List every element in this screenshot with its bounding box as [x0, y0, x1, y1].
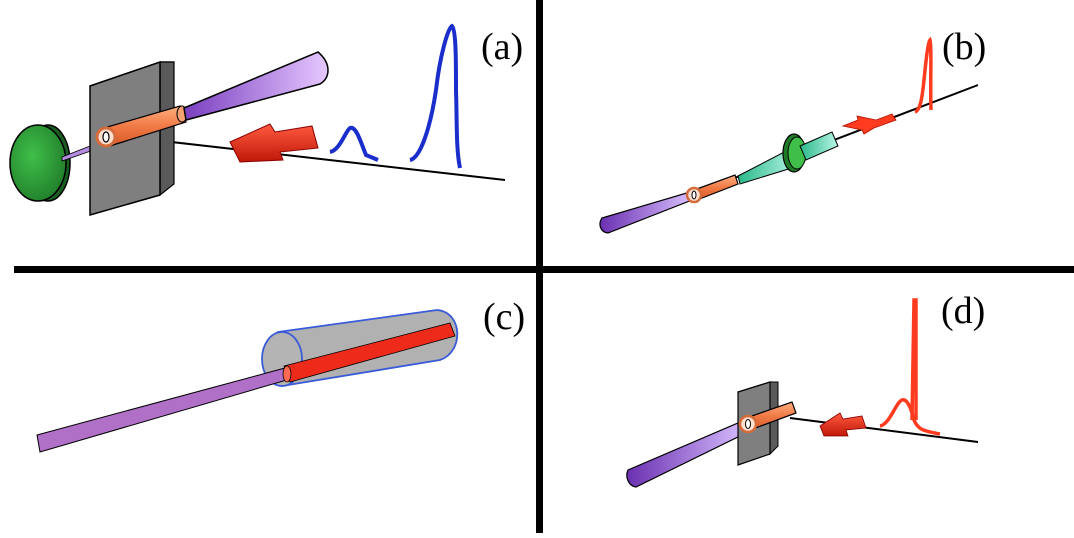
pulse-trace-small-a — [329, 125, 379, 162]
panel-label-d: (d) — [941, 290, 986, 332]
panel-label-a: (a) — [481, 26, 524, 68]
arrow-d — [819, 412, 867, 437]
input-beam-b — [799, 131, 839, 161]
panel-label-c: (c) — [483, 296, 526, 338]
pulse-trace-large-a — [409, 23, 462, 169]
laser-cone-a — [183, 51, 329, 121]
panel-label-b: (b) — [942, 26, 987, 68]
plasma-channel-d — [738, 401, 797, 434]
pulse-trace-b — [914, 36, 933, 114]
panel-c — [36, 309, 459, 453]
pulse-trace-d — [879, 398, 941, 436]
plasma-channel-b — [685, 174, 739, 204]
mirror-a — [9, 124, 71, 202]
panel-a — [9, 23, 506, 216]
panel-b — [599, 36, 979, 234]
laser-cone-d — [626, 419, 749, 488]
arrow-a — [229, 123, 319, 163]
panel-d — [626, 298, 979, 488]
beam-c — [36, 367, 291, 453]
horizontal-divider — [14, 266, 1074, 273]
pulse-spike-d — [910, 298, 918, 421]
core-end-c — [282, 365, 292, 383]
propagation-axis-a — [109, 134, 506, 181]
arrow-b — [841, 113, 897, 135]
laser-cone-b — [599, 191, 693, 234]
propagation-axis-d — [789, 417, 979, 443]
